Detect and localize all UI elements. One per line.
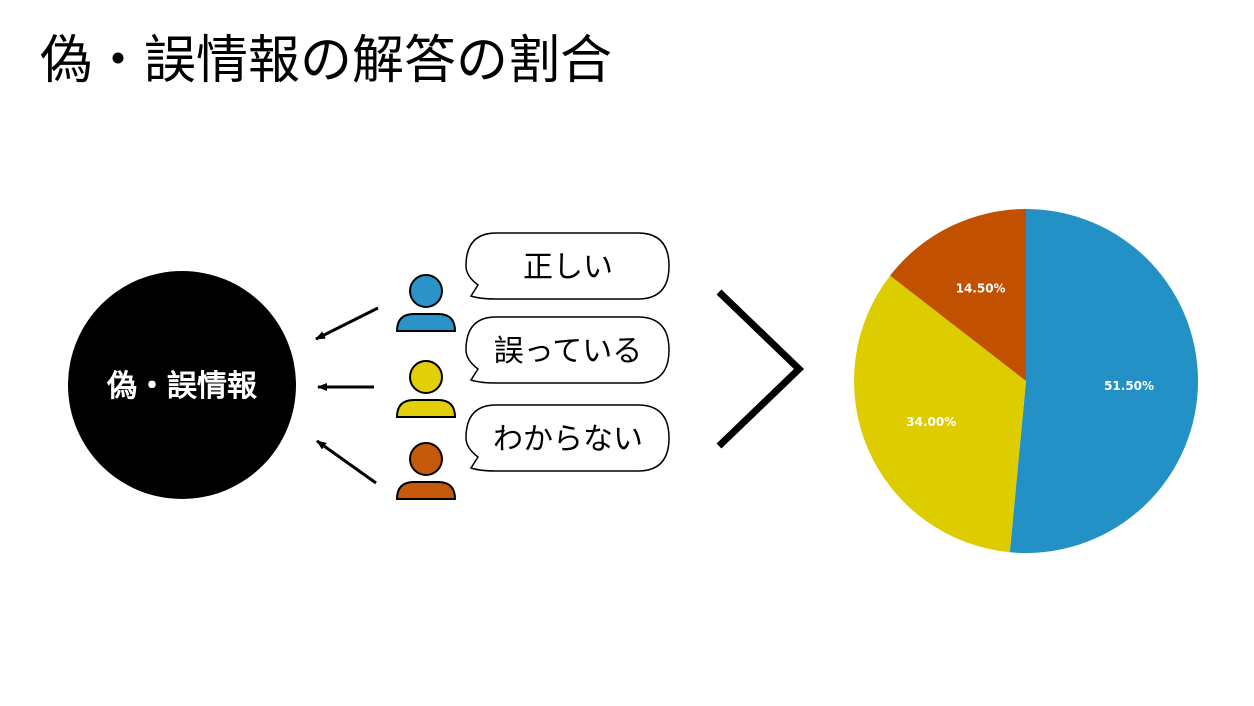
bubble-text-correct: 正しい [523, 250, 613, 285]
bubble-text-unknown: わからない [493, 422, 643, 457]
pie-slice-0 [1009, 209, 1199, 553]
arrow-bottom [316, 439, 377, 485]
pie-label-2: 14.50% [956, 281, 1006, 295]
pie-chart: 51.50% 34.00% 14.50% [853, 209, 1199, 553]
circle-label: 偽・誤情報 [106, 369, 258, 404]
misinformation-circle: 偽・誤情報 [68, 271, 296, 499]
pie-label-0: 51.50% [1104, 379, 1154, 393]
person-head [409, 274, 443, 308]
person-body [395, 399, 457, 418]
person-icon-orange [395, 442, 457, 500]
person-head [409, 360, 443, 394]
person-icon-blue [395, 274, 457, 332]
person-body [395, 481, 457, 500]
person-head [409, 442, 443, 476]
speech-bubble-incorrect: 誤っている [465, 316, 670, 384]
chevron-right-icon [716, 289, 805, 449]
person-icon-yellow [395, 360, 457, 418]
person-body [395, 313, 457, 332]
slide-title: 偽・誤情報の解答の割合 [40, 31, 613, 91]
arrow-top [315, 306, 379, 341]
pie-label-1: 34.00% [906, 415, 956, 429]
pie-slice-1 [853, 275, 1026, 553]
speech-bubble-unknown: わからない [465, 404, 670, 472]
pie-slice-2 [890, 209, 1026, 381]
speech-bubble-correct: 正しい [465, 232, 670, 300]
bubble-text-incorrect: 誤っている [494, 334, 643, 369]
